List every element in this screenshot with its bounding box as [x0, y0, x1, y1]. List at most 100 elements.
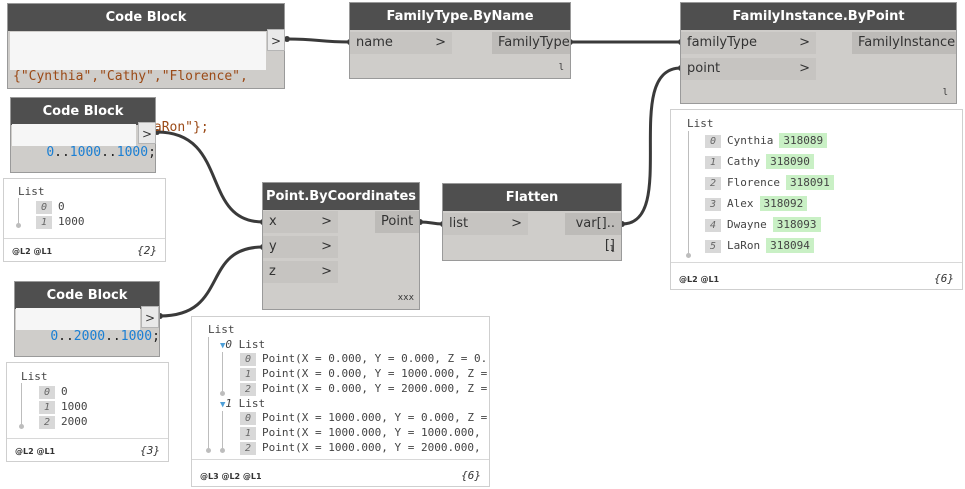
element-id: 318092	[759, 196, 808, 211]
input-port-list[interactable]: list >	[443, 213, 528, 235]
lacing-indicator: l	[942, 88, 948, 98]
element-id: 318093	[772, 217, 821, 232]
lacing-indicator: l	[558, 63, 564, 73]
list-title: List	[687, 117, 714, 130]
element-id: 318090	[766, 154, 814, 169]
code-line-1: {"Cynthia","Cathy","Florence",	[13, 69, 248, 84]
input-port-name[interactable]: name >	[350, 32, 452, 54]
level-indicator: @L2 @L1	[15, 447, 56, 456]
node-title: Flatten	[443, 184, 621, 211]
output-port[interactable]: >	[141, 306, 159, 328]
level-indicator: @L3 @L2 @L1	[200, 472, 262, 481]
chevron-right-icon: >	[799, 35, 810, 50]
output-port[interactable]: >	[138, 122, 156, 144]
level-indicator: @L2 @L1	[12, 247, 53, 256]
code-block-y-range-node[interactable]: Code Block 0..2000..1000; >	[14, 281, 160, 357]
wire-names-to-familytype	[286, 37, 351, 44]
node-title: FamilyInstance.ByPoint	[681, 3, 956, 30]
chevron-right-icon: >	[321, 239, 332, 254]
port-label: familyType	[687, 35, 757, 50]
output-port-point[interactable]: Point	[375, 211, 419, 233]
port-label: y	[269, 239, 277, 254]
item-count: {2}	[137, 244, 157, 257]
port-label: name	[356, 35, 393, 50]
element-id: 318091	[786, 175, 834, 190]
input-port-y[interactable]: y >	[263, 236, 338, 258]
port-label: Point	[381, 214, 414, 229]
node-title: Code Block	[15, 282, 159, 309]
sublist-header: ▼0 List	[220, 338, 266, 351]
port-label: list	[449, 216, 469, 231]
item-count: {3}	[140, 444, 160, 457]
node-title: Code Block	[11, 98, 155, 125]
input-port-point[interactable]: point >	[681, 58, 816, 80]
element-id: 318094	[766, 238, 814, 253]
familyinstance-bypoint-node[interactable]: FamilyInstance.ByPoint familyType > poin…	[680, 2, 957, 104]
code-block-names-node[interactable]: Code Block {"Cynthia","Cathy","Florence"…	[7, 3, 285, 135]
code-block-x-range-node[interactable]: Code Block 0..1000..1000; >	[10, 97, 156, 173]
input-port-z[interactable]: z >	[263, 261, 338, 283]
chevron-right-icon: >	[321, 214, 332, 229]
output-port-familytype[interactable]: FamilyType	[492, 32, 570, 54]
lacing-indicator: xxx	[397, 293, 414, 303]
item-count: {6}	[461, 469, 481, 482]
flatten-node[interactable]: Flatten list > var[]..[] l	[442, 183, 622, 261]
input-port-familytype[interactable]: familyType >	[681, 32, 816, 54]
chevron-right-icon: >	[511, 216, 522, 231]
chevron-right-icon: >	[435, 35, 446, 50]
level-indicator: @L2 @L1	[679, 275, 720, 284]
code-editor[interactable]: 0..1000..1000;	[12, 124, 156, 160]
code-editor[interactable]: 0..2000..1000;	[16, 308, 160, 344]
list-title: List	[21, 370, 48, 383]
port-label: x	[269, 214, 277, 229]
node-title: Code Block	[8, 4, 284, 31]
output-port[interactable]: >	[267, 29, 285, 51]
expand-triangle-icon: ▼	[220, 341, 226, 351]
list-title: List	[18, 185, 45, 198]
port-label: z	[269, 264, 276, 279]
code-editor[interactable]: {"Cynthia","Cathy","Florence", "Alex","D…	[10, 32, 266, 135]
output-port-var[interactable]: var[]..[]	[565, 213, 621, 253]
item-count: {6}	[934, 272, 954, 285]
port-label: var[]..[]	[575, 216, 615, 253]
lacing-indicator: l	[609, 245, 615, 255]
element-id: 318089	[779, 133, 828, 148]
wire-y-to-point	[159, 245, 264, 318]
input-port-x[interactable]: x >	[263, 211, 338, 233]
sublist-header: ▼1 List	[220, 397, 266, 410]
output-port-familyinstance[interactable]: FamilyInstance	[852, 32, 956, 54]
chevron-right-icon: >	[321, 264, 332, 279]
node-title: Point.ByCoordinates	[263, 183, 419, 210]
wire-point-to-flatten	[419, 220, 444, 226]
port-label: FamilyInstance	[858, 35, 956, 50]
familytype-byname-node[interactable]: FamilyType.ByName name > FamilyType l	[349, 2, 571, 79]
node-title: FamilyType.ByName	[350, 3, 570, 30]
expand-triangle-icon: ▼	[220, 400, 226, 410]
port-label: point	[687, 61, 721, 76]
point-bycoordinates-node[interactable]: Point.ByCoordinates x > y > z > Point xx…	[262, 182, 420, 310]
port-label: FamilyType	[498, 35, 570, 50]
list-title: List	[208, 323, 235, 336]
chevron-right-icon: >	[799, 61, 810, 76]
